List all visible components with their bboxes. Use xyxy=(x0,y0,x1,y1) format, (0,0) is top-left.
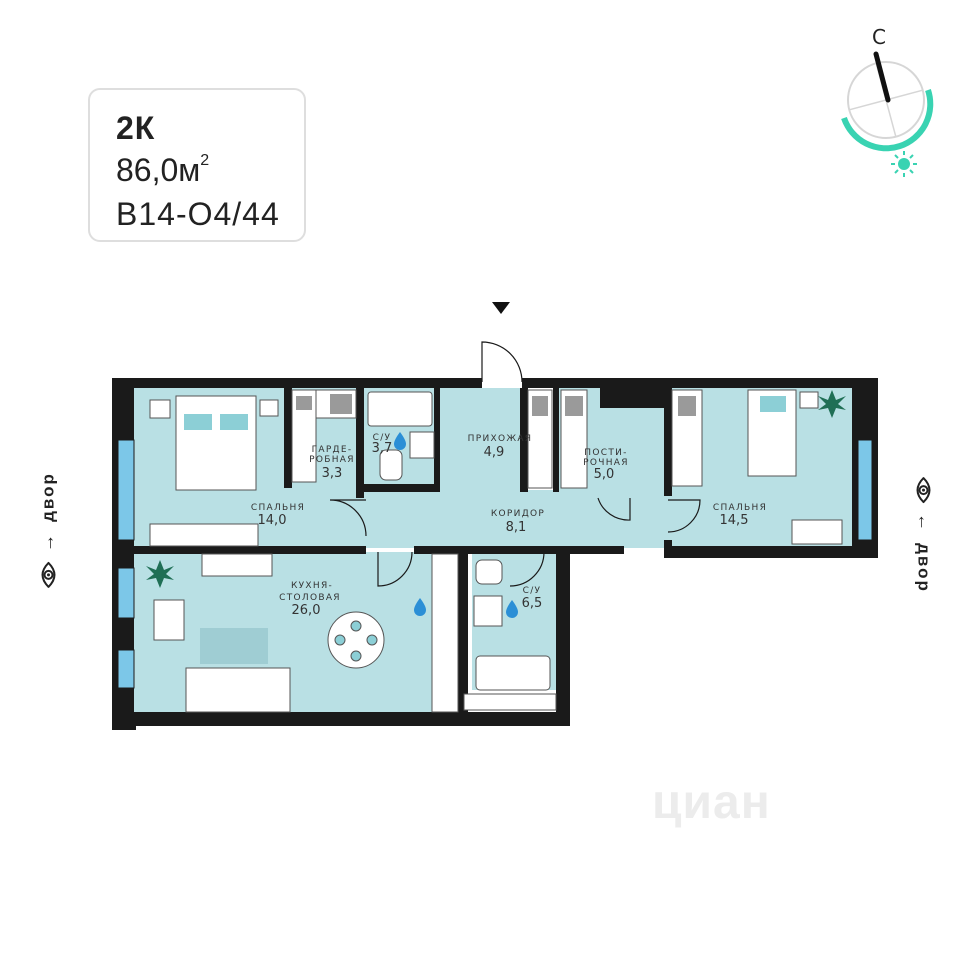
wardrobe-label-2: РОБНАЯ xyxy=(309,455,355,465)
linen-label-1: ПОСТИ- xyxy=(584,448,627,458)
wardrobe-label-1: ГАРДЕ- xyxy=(312,445,353,455)
apartment-type: 2К xyxy=(116,110,156,146)
window-left-kitchen xyxy=(117,649,135,689)
entrance-door xyxy=(481,341,523,383)
bath2-area: 6,5 xyxy=(522,596,543,611)
corridor-floor xyxy=(364,490,668,548)
hall-area: 4,9 xyxy=(484,445,505,460)
hall-label: ПРИХОЖАЯ xyxy=(468,434,533,444)
apartment-area: 86,0м2 xyxy=(116,152,210,188)
bath1-area: 3,7 xyxy=(372,441,393,456)
apartment-info-card: 2К 86,0м2 В14-О4/44 xyxy=(88,88,306,242)
linen-label-2: РОЧНАЯ xyxy=(583,458,629,468)
eye-icon xyxy=(917,477,931,504)
bedroom2-area: 14,5 xyxy=(720,513,749,528)
window-left-top xyxy=(117,439,135,541)
bedroom2-label: СПАЛЬНЯ xyxy=(713,503,767,513)
view-label-left: → двор xyxy=(38,472,59,588)
entrance-arrow-icon xyxy=(492,302,510,314)
kitchen-label-1: КУХНЯ- xyxy=(291,581,333,591)
bath1-label: С/У xyxy=(373,433,392,443)
plant-icon xyxy=(146,390,846,588)
water-drop-icon xyxy=(394,432,518,618)
view-label-right: ← двор xyxy=(914,477,935,593)
hall-floor xyxy=(438,388,528,498)
linen-area: 5,0 xyxy=(594,467,615,482)
corridor-label: КОРИДОР xyxy=(491,509,545,519)
eye-icon xyxy=(41,561,55,588)
apartment-code: В14-О4/44 xyxy=(116,196,280,232)
bath2-label: С/У xyxy=(523,586,542,596)
compass-icon: С xyxy=(841,25,934,177)
kitchen-area: 26,0 xyxy=(292,603,321,618)
compass-north-label: С xyxy=(872,25,886,49)
sun-icon xyxy=(891,151,917,177)
window-right xyxy=(857,439,873,541)
wardrobe-area: 3,3 xyxy=(322,466,343,481)
kitchen-label-2: СТОЛОВАЯ xyxy=(279,593,341,603)
bedroom1-label: СПАЛЬНЯ xyxy=(251,503,305,513)
bedroom1-area: 14,0 xyxy=(258,513,287,528)
watermark-logo: циан xyxy=(652,776,771,829)
corridor-area: 8,1 xyxy=(506,520,527,535)
window-left-bottom xyxy=(117,567,135,619)
